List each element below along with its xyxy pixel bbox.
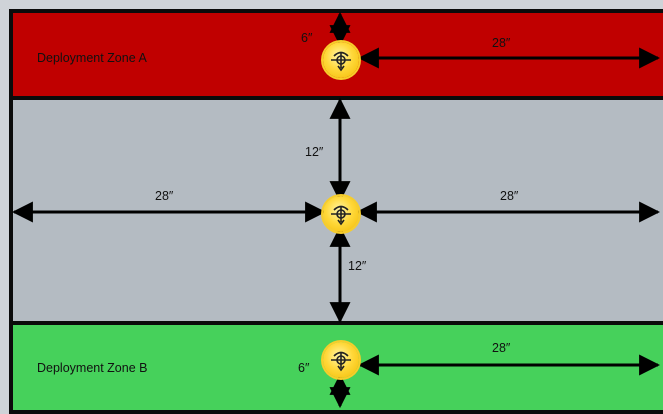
label-b-vertical: 6″ bbox=[298, 361, 310, 375]
label-center-up: 12″ bbox=[305, 145, 324, 159]
label-a-vertical: 6″ bbox=[301, 31, 313, 45]
label-center-right: 28″ bbox=[500, 189, 519, 203]
label-b-horizontal: 28″ bbox=[492, 341, 511, 355]
label-center-left: 28″ bbox=[155, 189, 174, 203]
zone-a-label: Deployment Zone A bbox=[37, 51, 147, 65]
objective-marker-icon bbox=[323, 196, 359, 232]
objective-marker-icon bbox=[323, 342, 359, 378]
objective-marker-icon bbox=[323, 42, 359, 78]
zone-b-label: Deployment Zone B bbox=[37, 361, 148, 375]
label-center-down: 12″ bbox=[348, 259, 367, 273]
label-a-horizontal: 28″ bbox=[492, 36, 511, 50]
